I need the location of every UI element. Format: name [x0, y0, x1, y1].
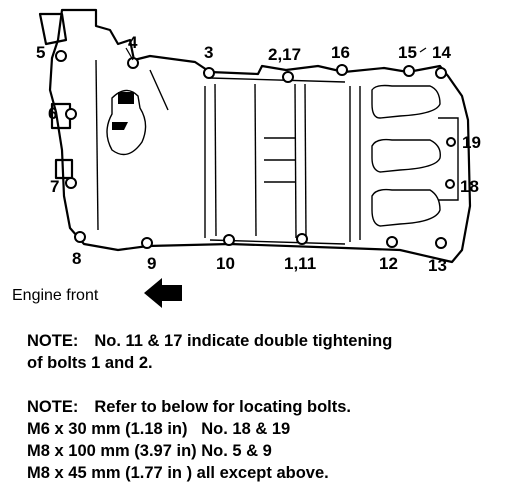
bolt-15: [403, 65, 415, 77]
callout-19: 19: [462, 133, 481, 152]
callout-labels: 5 4 3 2,17 16 15 14 6 7 8 9 10 1,11 12 1…: [36, 33, 481, 275]
bolt-6: [65, 108, 77, 120]
callout-5: 5: [36, 43, 45, 62]
oil-pan-bolt-diagram: 5 4 3 2,17 16 15 14 6 7 8 9 10 1,11 12 1…: [12, 8, 481, 308]
strainer-shading: [112, 92, 134, 130]
engine-front-label: Engine front: [12, 287, 99, 304]
bolt-18: [445, 179, 455, 189]
callout-14: 14: [432, 43, 451, 62]
note2-text: Refer to below for locating bolts.: [94, 398, 352, 416]
bolt-7: [65, 177, 77, 189]
note-bolt-locations: NOTE:Refer to below for locating bolts. …: [27, 396, 351, 484]
callout-16: 16: [331, 43, 350, 62]
callout-15: 15: [398, 43, 417, 62]
spec-line-m6: M6 x 30 mm (1.18 in) No. 18 & 19: [27, 420, 291, 438]
callout-12: 12: [379, 254, 398, 273]
callout-4: 4: [128, 33, 138, 52]
bolt-16: [336, 64, 348, 76]
bolt-3: [203, 67, 215, 79]
note-double-tightening: NOTE: No. 11 & 17 indicate double tighten…: [27, 330, 392, 374]
bolt-9: [141, 237, 153, 249]
callout-leaders: [125, 47, 427, 61]
callout-9: 9: [147, 254, 156, 273]
bolt-14: [435, 67, 447, 79]
bolt-2-17: [282, 71, 294, 83]
callout-18: 18: [460, 177, 479, 196]
callout-3: 3: [204, 43, 213, 62]
callout-7: 7: [50, 177, 59, 196]
note1-text: No. 11 & 17 indicate double tightening: [94, 332, 393, 350]
note2-label: NOTE:: [27, 398, 79, 416]
engine-front-arrow-icon: [144, 278, 182, 308]
note1-label: NOTE:: [27, 332, 79, 350]
bolt-1-11: [296, 233, 308, 245]
callout-1-11: 1,11: [284, 254, 316, 273]
callout-13: 13: [428, 256, 447, 275]
bolt-8: [74, 231, 86, 243]
callout-2-17: 2,17: [268, 45, 301, 64]
bolt-13: [435, 237, 447, 249]
bolt-markers: [55, 50, 456, 249]
bolt-4: [127, 57, 139, 69]
bolt-19: [446, 137, 456, 147]
callout-8: 8: [72, 249, 81, 268]
bolt-5: [55, 50, 67, 62]
bolt-10: [223, 234, 235, 246]
callout-6: 6: [48, 104, 57, 123]
oil-pan-internal-detail: [95, 59, 459, 245]
note1-line2: of bolts 1 and 2.: [27, 354, 153, 372]
callout-10: 10: [216, 254, 235, 273]
bolt-12: [386, 236, 398, 248]
spec-line-m8-45: M8 x 45 mm (1.77 in ) all except above.: [27, 464, 329, 482]
spec-line-m8-100: M8 x 100 mm (3.97 in) No. 5 & 9: [27, 442, 272, 460]
